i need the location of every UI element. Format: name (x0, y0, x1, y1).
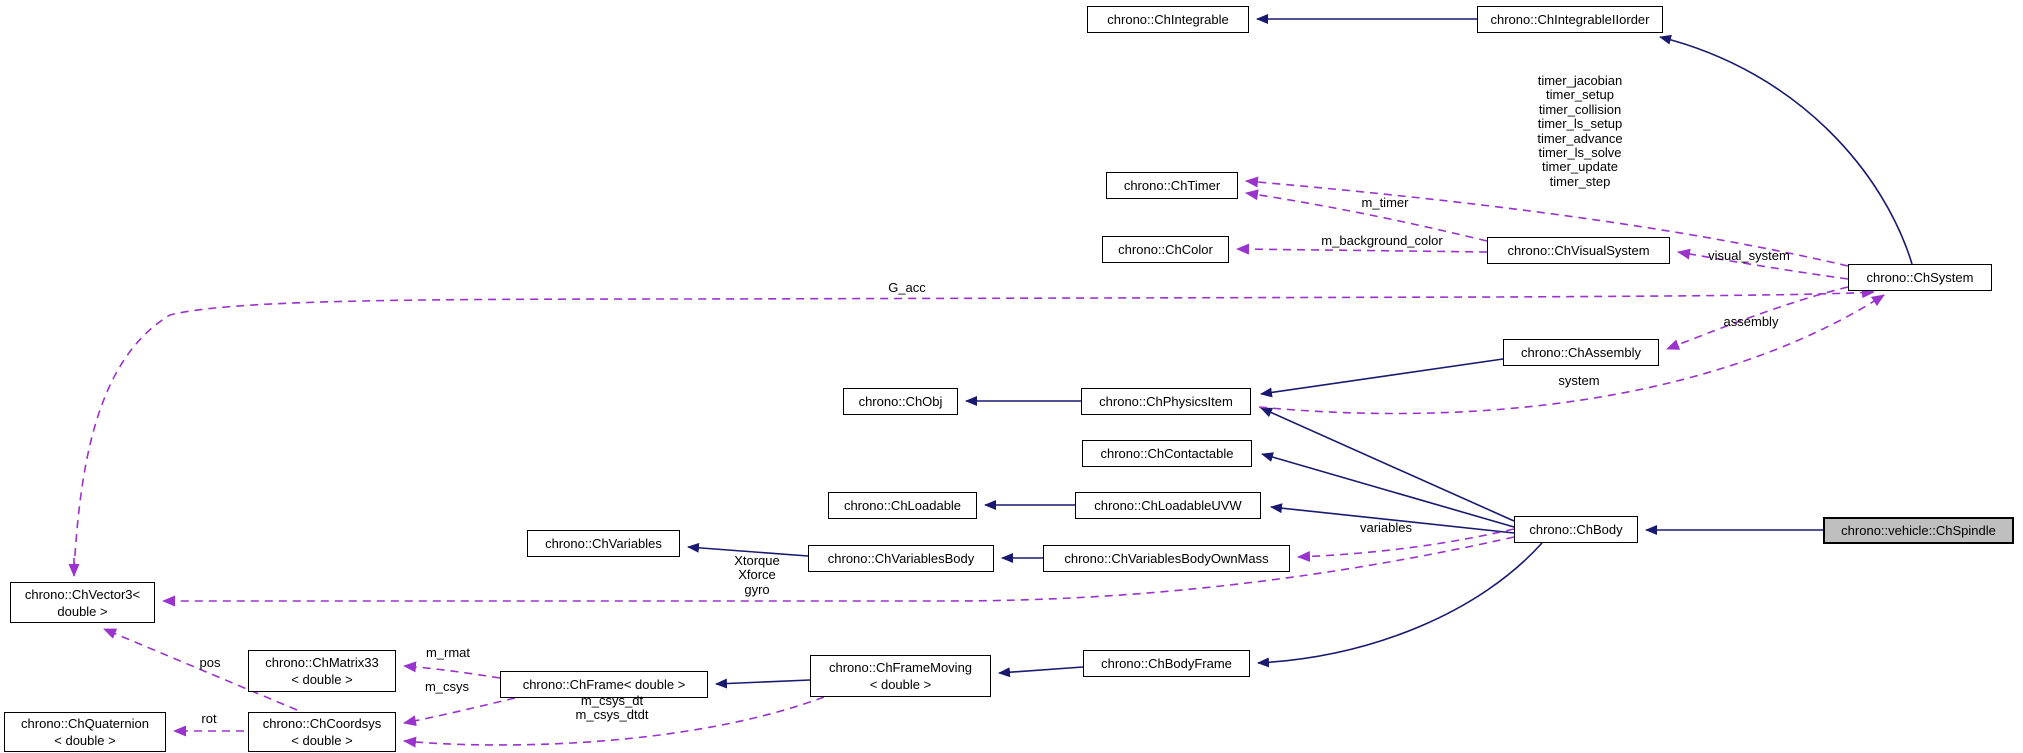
edge-usage-xtorque-xforce-gyro (162, 536, 1515, 607)
node-spindle: chrono::vehicle::ChSpindle (1823, 517, 2014, 544)
node-coordsys[interactable]: chrono::ChCoordsys < double > (248, 712, 396, 752)
edge-inherit-variablesbody-variables (687, 542, 809, 557)
edge-usage-visual-system (1677, 248, 1849, 280)
edge-label-g-acc: G_acc (888, 280, 926, 295)
edge-label-xtorque-xforce-gyro: Xtorque Xforce gyro (734, 553, 780, 597)
edge-usage-pos (103, 628, 298, 711)
node-integrableiiorder[interactable]: chrono::ChIntegrableIIorder (1477, 6, 1663, 33)
node-loadableuvw[interactable]: chrono::ChLoadableUVW (1075, 492, 1261, 519)
edge-usage-m-csys-dt (403, 696, 825, 748)
node-color[interactable]: chrono::ChColor (1102, 236, 1229, 263)
edge-label-visual-system: visual_system (1708, 248, 1790, 263)
edge-label-timers: timer_jacobian timer_setup timer_collisi… (1537, 73, 1623, 189)
node-timer[interactable]: chrono::ChTimer (1106, 172, 1238, 199)
edge-usage-g-acc (73, 287, 1875, 571)
edge-usage-m-rmat (403, 661, 501, 679)
node-vector3[interactable]: chrono::ChVector3< double > (10, 582, 155, 623)
edge-usage-m-timer (1245, 189, 1488, 242)
edge-label-system: system (1558, 373, 1600, 388)
node-loadable[interactable]: chrono::ChLoadable (828, 492, 977, 519)
edge-inherit-body-physicsitem (1260, 407, 1515, 522)
edge-label-m-background-color: m_background_color (1321, 233, 1443, 248)
node-variablesbodyownmass[interactable]: chrono::ChVariablesBodyOwnMass (1043, 545, 1290, 572)
node-frame[interactable]: chrono::ChFrame< double > (500, 671, 708, 698)
node-contactable[interactable]: chrono::ChContactable (1082, 440, 1252, 467)
node-physicsitem[interactable]: chrono::ChPhysicsItem (1081, 388, 1251, 415)
edge-inherit-body-bodyframe (1257, 542, 1543, 668)
edge-usage-m-background-color (1236, 243, 1488, 255)
edge-usage-system (1258, 294, 1885, 415)
edge-inherit-bodyframe-framemoving (998, 666, 1084, 678)
edge-inherit-body-contactable (1261, 452, 1515, 528)
edge-label-variables: variables (1359, 520, 1413, 535)
node-body[interactable]: chrono::ChBody (1514, 516, 1638, 543)
edge-usage-m-csys (403, 697, 516, 727)
edge-usage-assembly (1666, 286, 1849, 350)
node-bodyframe[interactable]: chrono::ChBodyFrame (1083, 650, 1250, 677)
edge-label-m-timer: m_timer (1361, 195, 1409, 210)
edge-inherit-system-integrableiiorder (1659, 34, 1913, 265)
node-integrable[interactable]: chrono::ChIntegrable (1087, 6, 1249, 33)
node-assembly[interactable]: chrono::ChAssembly (1503, 339, 1659, 366)
edge-label-assembly: assembly (1723, 314, 1779, 329)
edge-inherit-assembly-physicsitem (1260, 358, 1504, 398)
edge-label-m-csys: m_csys (424, 679, 470, 694)
edge-label-rot: rot (201, 711, 217, 726)
edge-label-m-csys-dt: m_csys_dt m_csys_dtdt (575, 693, 649, 723)
edge-label-pos: pos (199, 655, 221, 670)
edge-inherit-body-loadableuvw (1270, 503, 1515, 534)
node-matrix33[interactable]: chrono::ChMatrix33 < double > (248, 650, 396, 692)
edge-label-m-rmat: m_rmat (425, 645, 471, 660)
node-variablesbody[interactable]: chrono::ChVariablesBody (808, 545, 994, 572)
node-system[interactable]: chrono::ChSystem (1848, 264, 1992, 291)
edge-inherit-framemoving-frame (715, 678, 811, 689)
node-framemoving[interactable]: chrono::ChFrameMoving < double > (810, 655, 991, 697)
node-visualsystem[interactable]: chrono::ChVisualSystem (1487, 237, 1670, 264)
node-quaternion[interactable]: chrono::ChQuaternion < double > (4, 712, 166, 752)
node-obj[interactable]: chrono::ChObj (843, 388, 958, 415)
node-variables[interactable]: chrono::ChVariables (527, 530, 680, 557)
